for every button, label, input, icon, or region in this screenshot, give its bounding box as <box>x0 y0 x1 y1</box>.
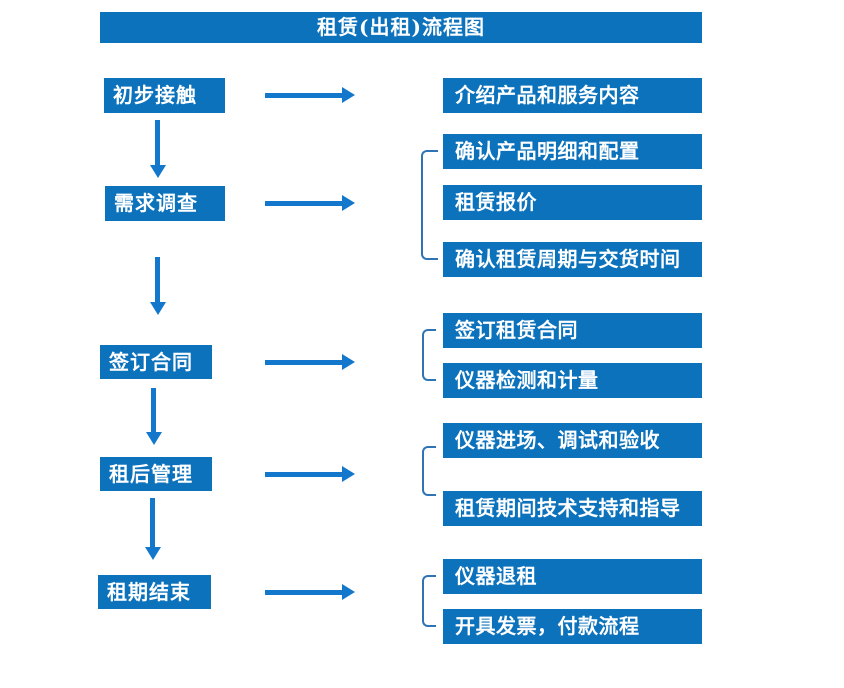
arrow-right-icon <box>265 354 355 370</box>
detail-box: 仪器检测和计量 <box>443 363 702 398</box>
arrow-head <box>342 354 355 370</box>
arrow-head <box>342 584 355 600</box>
arrow-shaft <box>265 360 343 365</box>
arrow-head <box>150 165 166 178</box>
arrow-right-icon <box>265 195 355 211</box>
arrow-shaft <box>265 472 343 477</box>
arrow-head <box>342 195 355 211</box>
arrow-shaft <box>265 93 343 98</box>
arrow-down-icon <box>146 388 162 445</box>
arrow-down-icon <box>150 120 166 178</box>
arrow-down-icon <box>145 498 161 560</box>
arrow-shaft <box>265 590 343 595</box>
arrow-right-icon <box>265 87 355 103</box>
group-bracket-icon <box>422 575 436 627</box>
step-box-sign-contract: 签订合同 <box>100 345 212 379</box>
arrow-shaft <box>151 388 156 433</box>
detail-box: 确认产品明细和配置 <box>443 134 702 169</box>
detail-box: 租赁期间技术支持和指导 <box>443 491 702 526</box>
arrow-head <box>146 432 162 445</box>
arrow-head <box>342 87 355 103</box>
detail-box: 仪器退租 <box>443 559 702 594</box>
group-bracket-icon <box>422 446 436 496</box>
arrow-head <box>145 547 161 560</box>
detail-box: 确认租赁周期与交货时间 <box>443 242 702 277</box>
arrow-shaft <box>265 201 343 206</box>
detail-box: 介绍产品和服务内容 <box>443 78 702 113</box>
detail-box: 开具发票，付款流程 <box>443 609 702 644</box>
step-box-initial-contact: 初步接触 <box>104 78 225 113</box>
detail-box: 签订租赁合同 <box>443 313 702 348</box>
step-box-rental-end: 租期结束 <box>98 575 211 609</box>
step-box-post-rental-mgmt: 租后管理 <box>100 457 212 491</box>
group-bracket-icon <box>422 329 436 381</box>
step-box-demand-survey: 需求调查 <box>105 186 225 221</box>
arrow-down-icon <box>150 257 166 315</box>
arrow-shaft <box>155 120 160 166</box>
arrow-shaft <box>155 257 160 303</box>
group-bracket-icon <box>421 150 438 260</box>
diagram-title: 租赁(出租)流程图 <box>100 12 702 43</box>
arrow-right-icon <box>265 584 355 600</box>
arrow-head <box>150 302 166 315</box>
arrow-right-icon <box>265 466 355 482</box>
detail-box: 仪器进场、调试和验收 <box>443 423 702 458</box>
arrow-head <box>342 466 355 482</box>
detail-box: 租赁报价 <box>443 185 702 220</box>
arrow-shaft <box>150 498 155 548</box>
